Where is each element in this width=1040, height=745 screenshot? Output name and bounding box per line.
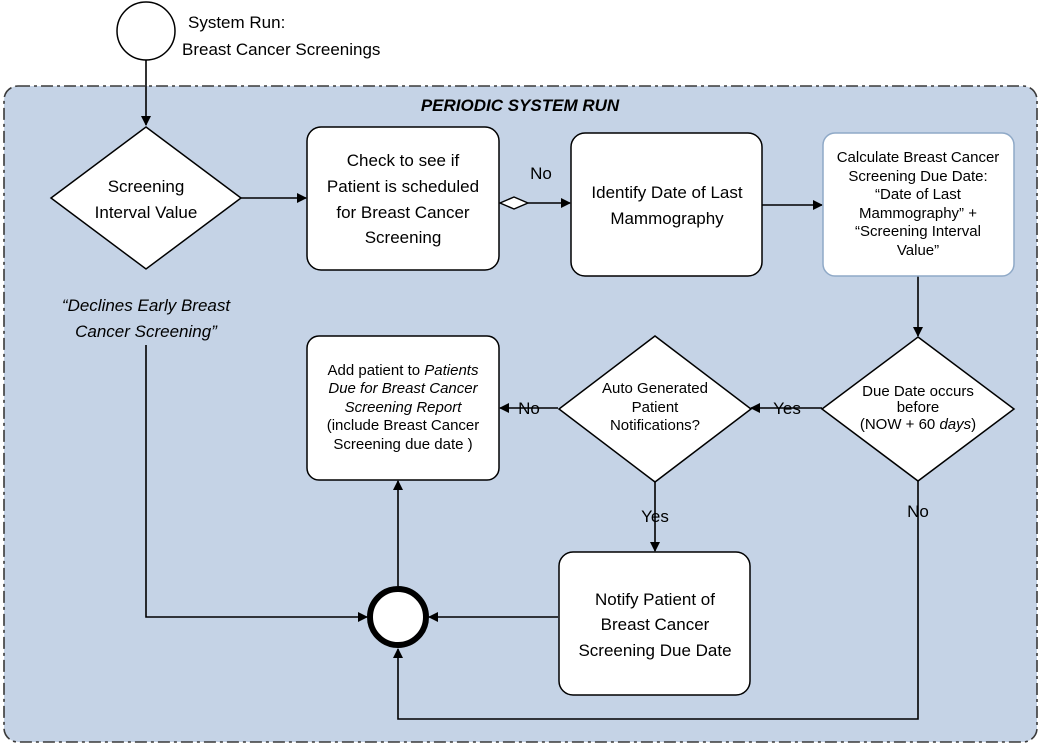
declines-annotation-line2: Cancer Screening” <box>75 322 218 341</box>
add-label-line1-italic: Patients <box>424 362 479 379</box>
notify-label-line1: Notify Patient of <box>595 590 715 609</box>
process-check-scheduled <box>306 126 500 271</box>
calculate-label-line2: Screening Due Date: <box>848 168 987 185</box>
process-notify-patient <box>558 551 751 696</box>
edge-label-yes-due: Yes <box>773 399 801 418</box>
calculate-label-line5: “Screening Interval <box>855 223 981 240</box>
process-add-patient <box>306 335 500 481</box>
add-label-line1-prefix: Add patient to <box>328 362 425 379</box>
add-label-line4: (include Breast Cancer <box>327 417 480 434</box>
add-label-line2: Due for Breast Cancer <box>328 380 478 397</box>
decision-auto-notifications <box>557 335 753 483</box>
edge-label-no-top: No <box>530 164 552 183</box>
edge-label-no-due: No <box>907 502 929 521</box>
decision-due-date <box>820 336 1016 482</box>
auto-label-line3: Notifications? <box>610 417 700 434</box>
process-identify-date <box>570 132 763 277</box>
identify-label-line1: Identify Date of Last <box>591 183 742 202</box>
due-label-line1: Due Date occurs <box>862 383 974 400</box>
due-label-line3-suffix: ) <box>971 416 976 433</box>
due-label-line3-italic: days <box>939 416 971 433</box>
calculate-label-line6: Value” <box>897 242 939 259</box>
calculate-label-line3: “Date of Last <box>875 186 962 203</box>
notify-label-line3: Screening Due Date <box>578 641 731 660</box>
calculate-label-line4: Mammography” + <box>859 205 977 222</box>
add-label-line1: Add patient to Patients <box>328 362 479 379</box>
auto-label-line2: Patient <box>632 399 680 416</box>
start-label-line2: Breast Cancer Screenings <box>182 40 380 59</box>
identify-label-line2: Mammography <box>610 209 724 228</box>
notify-label-line2: Breast Cancer <box>601 615 710 634</box>
edge-interval-declines-to-join <box>145 345 368 622</box>
check-label-line3: for Breast Cancer <box>336 203 470 222</box>
declines-annotation-line1: “Declines Early Breast <box>62 296 231 315</box>
edge-label-no-auto: No <box>518 399 540 418</box>
due-label-line2: before <box>897 399 940 416</box>
swimlane-title: PERIODIC SYSTEM RUN <box>421 96 620 115</box>
swimlane-container <box>3 85 1038 743</box>
check-label-line1: Check to see if <box>347 151 460 170</box>
start-label-line1: System Run: <box>188 13 285 32</box>
check-label-line4: Screening <box>365 228 442 247</box>
edge-label-yes-auto: Yes <box>641 507 669 526</box>
process-calculate-due <box>822 132 1015 277</box>
auto-label-line1: Auto Generated <box>602 380 708 397</box>
due-label-line3-prefix: (NOW + 60 <box>860 416 940 433</box>
start-node <box>116 1 176 61</box>
check-label-line2: Patient is scheduled <box>327 177 479 196</box>
screening-interval-label-line2: Interval Value <box>95 203 198 222</box>
add-label-line5: Screening due date ) <box>333 436 472 453</box>
decision-screening-interval <box>49 126 243 270</box>
join-node <box>367 586 429 648</box>
calculate-label-line1: Calculate Breast Cancer <box>837 149 1000 166</box>
due-label-line3: (NOW + 60 days) <box>860 416 976 433</box>
edge-due-no-to-join <box>393 481 919 720</box>
screening-interval-label-line1: Screening <box>108 177 185 196</box>
add-label-line3: Screening Report <box>345 399 463 416</box>
